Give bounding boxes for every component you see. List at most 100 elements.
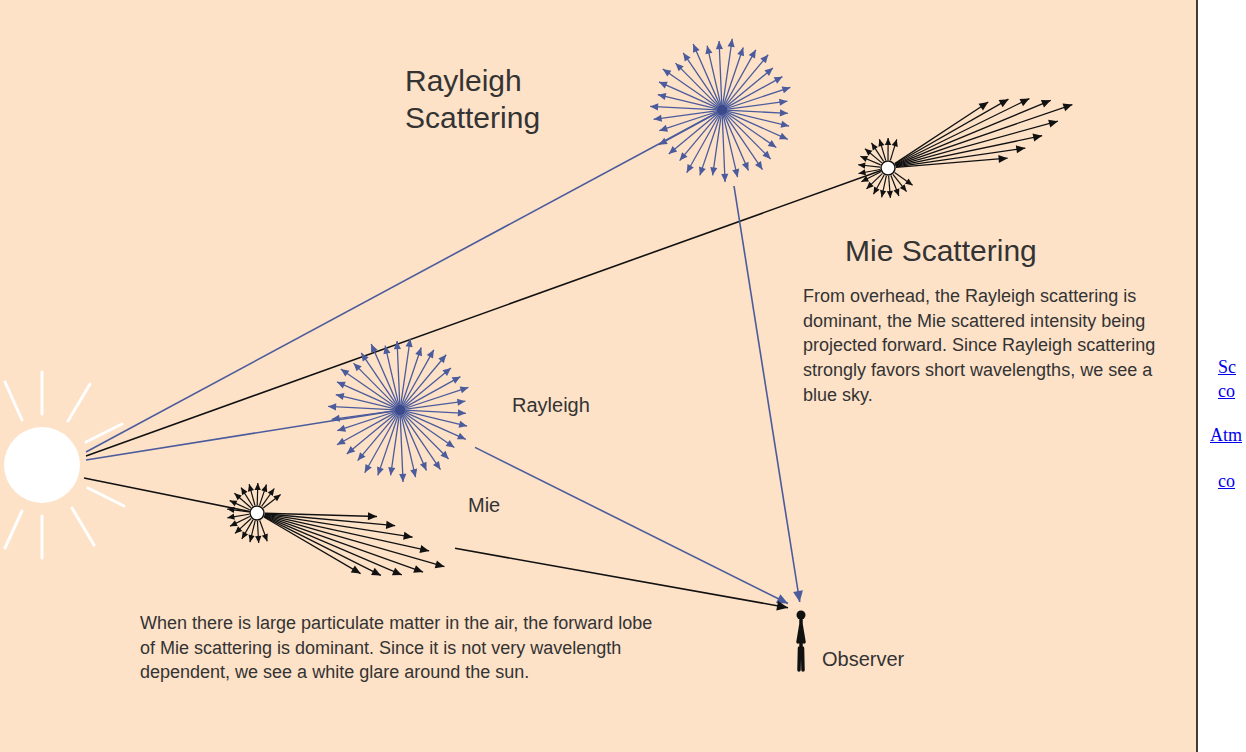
arrow-head <box>859 169 866 175</box>
link-text: co <box>1218 470 1246 492</box>
scatter-arrow <box>724 50 756 107</box>
observer-body <box>798 620 804 670</box>
arrow-head <box>446 440 455 448</box>
scatter-arrow <box>358 413 398 461</box>
panel-divider <box>1196 0 1198 752</box>
node-label: Mie Scattering <box>845 232 1165 269</box>
arrow-head <box>892 139 898 147</box>
arrow-head <box>737 48 744 57</box>
rayleigh-scatter-node: Rayleigh Scattering <box>646 34 798 186</box>
arrow-head <box>394 341 401 349</box>
scatter-arrow <box>719 41 722 106</box>
scatter-arrow <box>361 353 398 407</box>
arrow-head <box>705 46 712 55</box>
link-text: Atm <box>1210 424 1246 446</box>
arrow-head <box>716 41 723 49</box>
scatter-arrow <box>263 495 280 509</box>
arrow-head <box>687 164 694 173</box>
scatter-arrow <box>265 515 445 567</box>
arrow-head <box>732 169 739 178</box>
arrow-head <box>458 421 467 428</box>
arrow-head <box>680 152 688 160</box>
scatter-arrow <box>680 113 720 161</box>
arrow-head <box>377 467 384 476</box>
arrow-head <box>676 63 684 71</box>
arrow-head <box>780 121 789 128</box>
rayleigh-scatter-node: Rayleigh <box>325 335 475 485</box>
arrow-head <box>365 464 372 473</box>
arrow-head <box>336 393 345 400</box>
scatter-arrow <box>455 548 788 607</box>
arrow-head <box>793 590 803 602</box>
arrow-head <box>979 102 989 110</box>
arrow-head <box>885 138 891 145</box>
scatter-arrow <box>726 112 788 140</box>
node-label: Rayleigh Scattering <box>405 62 605 136</box>
scatter-arrow <box>403 355 447 407</box>
arrow-head <box>760 55 768 63</box>
node-shape <box>845 95 1090 205</box>
scatter-arrow <box>734 186 800 602</box>
arrow-head <box>255 536 261 543</box>
scatter-center <box>395 405 405 415</box>
arrow-head <box>998 155 1007 163</box>
scatter-connector <box>734 186 803 602</box>
scatter-arrow <box>403 412 454 447</box>
node-label: Observer <box>822 647 922 671</box>
arrow-head <box>1033 134 1043 142</box>
scatter-arrow <box>893 174 907 191</box>
arrow-head <box>457 433 466 440</box>
arrow-head <box>728 39 735 47</box>
arrow-head <box>262 534 268 542</box>
scatter-arrow <box>404 412 466 440</box>
scatter-arrow <box>896 105 1073 166</box>
note-text: When there is large particulate matter i… <box>140 611 670 685</box>
arrow-head <box>710 167 717 175</box>
arrow-head <box>865 149 872 156</box>
scatter-arrow <box>896 158 1008 167</box>
scatter-arrow <box>724 113 762 169</box>
scatter-arrow <box>724 114 749 171</box>
link-text: Sc <box>1218 356 1246 378</box>
arrow-head <box>1020 99 1030 107</box>
scatter-arrow <box>683 53 720 107</box>
arrow-head <box>880 190 886 198</box>
arrow-head <box>650 103 658 110</box>
arrow-head <box>351 566 361 574</box>
scatter-arrow <box>385 346 399 406</box>
arrow-head <box>268 488 275 496</box>
arrow-head <box>368 512 377 520</box>
scatter-arrow <box>397 341 400 406</box>
arrow-head <box>392 568 402 575</box>
arrow-head <box>900 184 907 191</box>
arrow-head <box>893 188 899 196</box>
arrow-head <box>347 446 355 454</box>
arrow-head <box>440 451 448 459</box>
node-label: Mie <box>468 493 548 517</box>
arrow-head <box>415 348 422 357</box>
arrow-head <box>235 526 242 533</box>
scatter-arrow <box>264 517 381 576</box>
arrow-head <box>341 369 350 377</box>
arrow-head <box>699 167 706 176</box>
arrow-head <box>438 355 446 363</box>
arrow-head <box>659 138 668 145</box>
arrow-head <box>227 514 234 520</box>
scatter-arrow <box>341 369 397 408</box>
scatter-arrow <box>726 87 791 108</box>
arrow-head <box>273 495 280 502</box>
scatter-center <box>717 105 727 115</box>
note-text: From overhead, the Rayleigh scattering i… <box>803 284 1181 408</box>
arrow-head <box>403 532 413 540</box>
particle <box>250 506 264 520</box>
sun <box>4 427 80 503</box>
arrow-head <box>999 99 1009 107</box>
arrow-head <box>420 462 427 471</box>
arrow-head <box>230 501 238 507</box>
arrow-head <box>358 452 366 460</box>
arrow-head <box>776 601 788 611</box>
scatter-arrow <box>400 414 403 482</box>
arrow-head <box>749 50 756 59</box>
arrow-head <box>782 86 791 93</box>
